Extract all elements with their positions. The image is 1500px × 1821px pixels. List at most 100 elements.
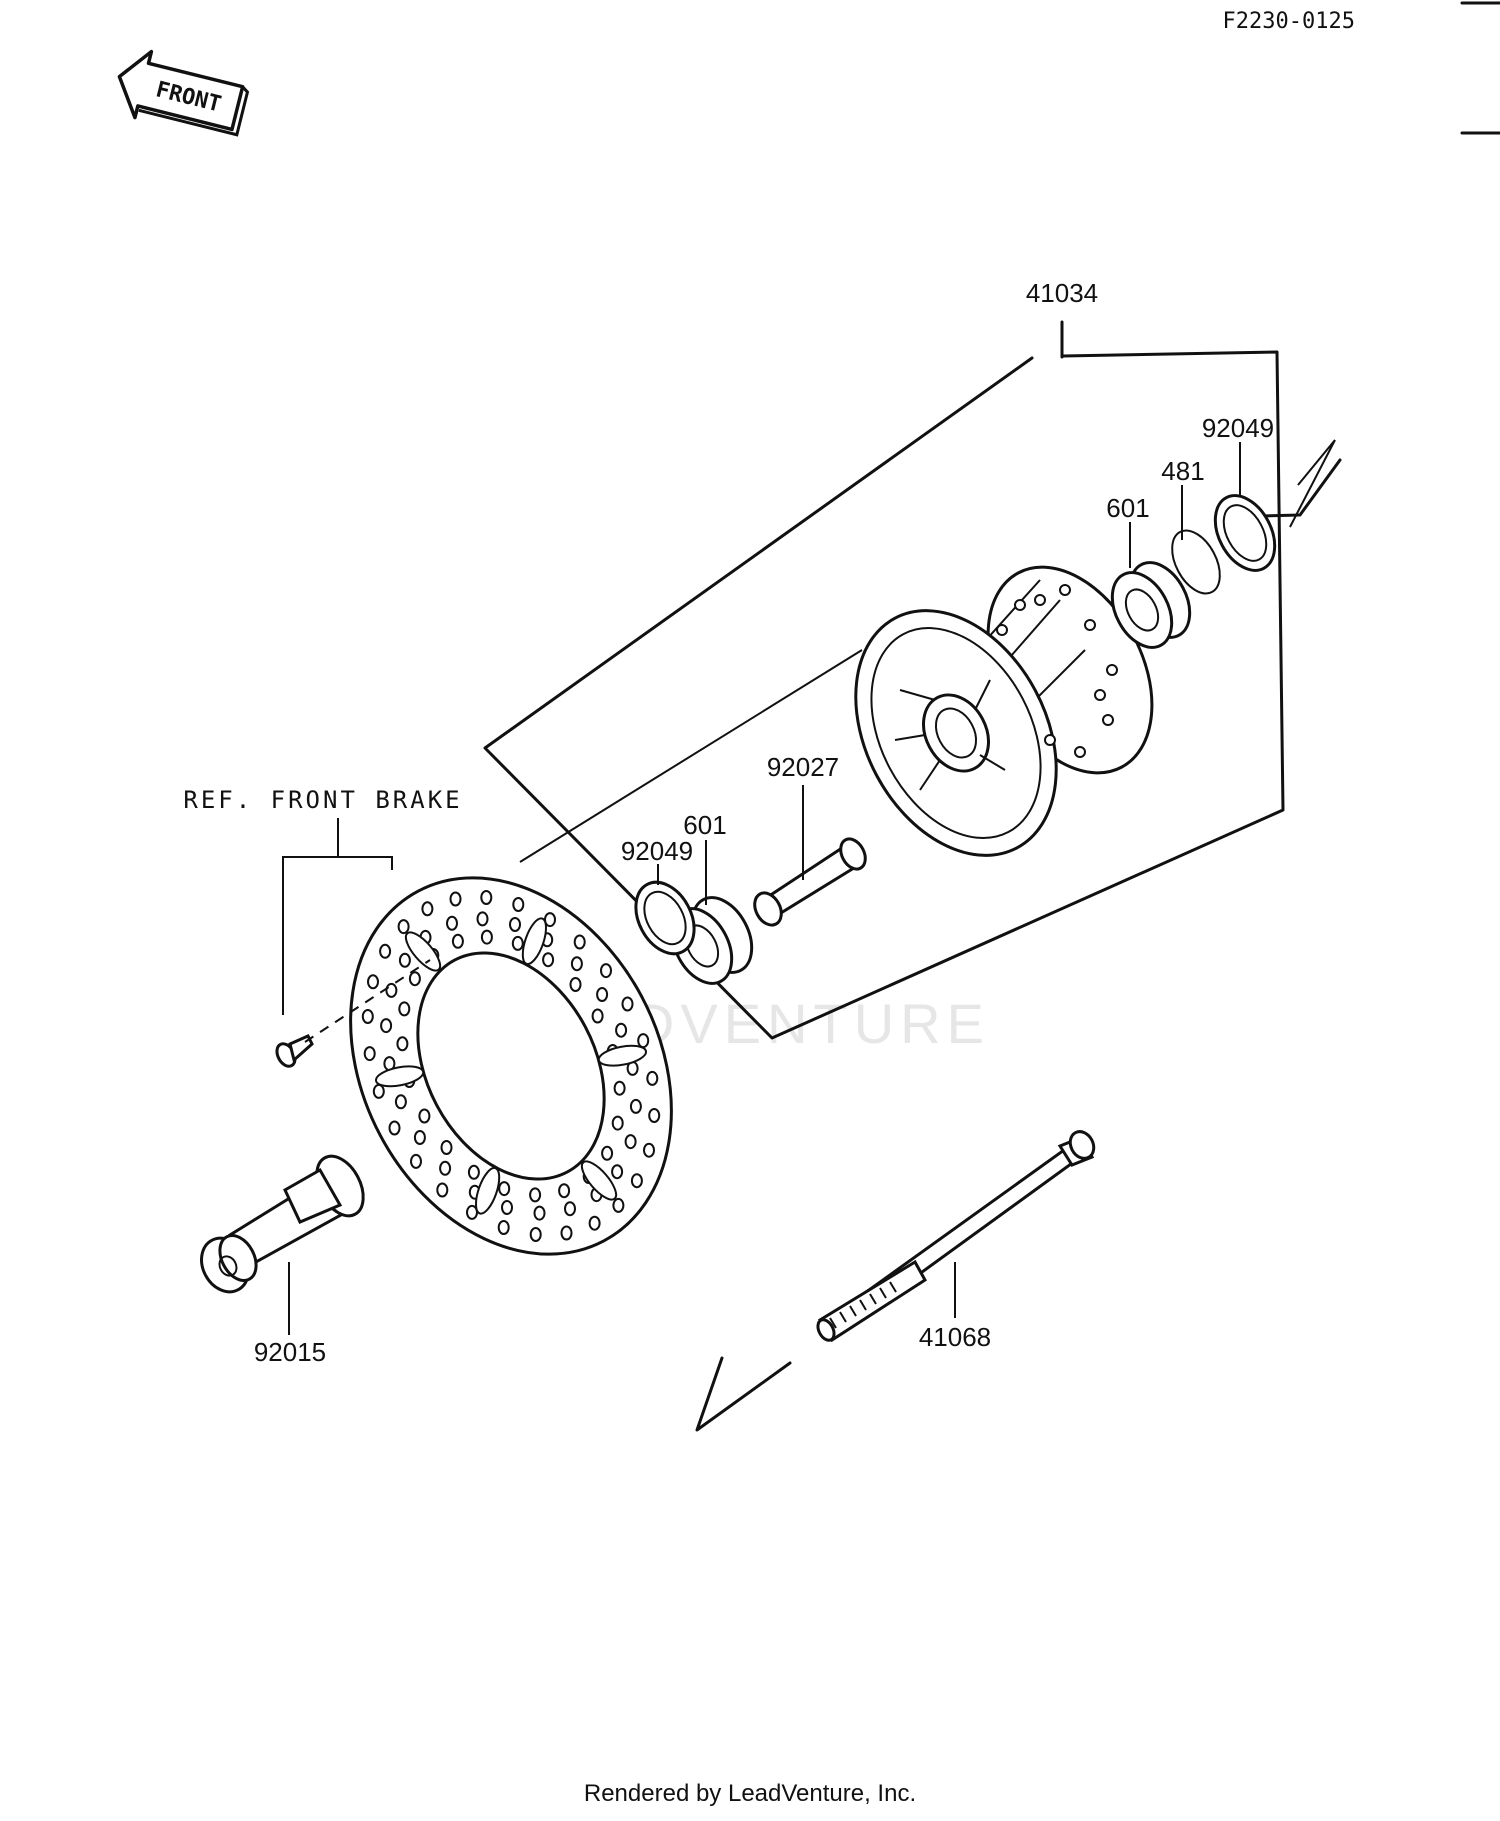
- rotor-hole: [385, 982, 398, 998]
- rotor-hole: [529, 1227, 542, 1242]
- rotor-hole: [558, 1183, 571, 1199]
- rotor-hub-leader: [519, 649, 863, 863]
- rotor-hole: [421, 901, 434, 917]
- rotor-hole: [440, 1140, 453, 1155]
- label-601-right: 601: [1106, 493, 1149, 523]
- rotor-hole: [564, 1201, 576, 1217]
- rotor-slot: [475, 1166, 501, 1215]
- rotor-hole: [611, 1164, 624, 1180]
- rotor-hole: [646, 1070, 659, 1086]
- rotor-hole: [418, 1108, 431, 1124]
- rotor-slot: [374, 1065, 425, 1088]
- rotor-hole: [410, 1153, 422, 1169]
- rotor-hole: [613, 1080, 626, 1096]
- ref-bracket: [282, 856, 393, 1015]
- rotor-hole: [612, 1197, 625, 1213]
- rotor-hole: [529, 1187, 542, 1203]
- rotor-hole: [380, 1018, 393, 1034]
- rotor-hole: [600, 963, 612, 979]
- rotor-hole: [629, 1098, 642, 1114]
- bearing-right: [1110, 561, 1192, 649]
- circlip: [1171, 529, 1221, 595]
- rotor-hole: [439, 1160, 452, 1176]
- rotor-hole: [397, 919, 410, 935]
- rotor-hole: [624, 1134, 637, 1150]
- rotor-hole: [480, 929, 493, 945]
- front-axle: [816, 1130, 1096, 1343]
- seal-right: [1213, 494, 1277, 572]
- rotor-hole: [648, 1108, 661, 1123]
- brake-rotor: [349, 876, 673, 1256]
- rotor-hole: [637, 1033, 650, 1049]
- rotor-hole: [570, 956, 583, 972]
- rotor-hole: [497, 1220, 510, 1235]
- rotor-hole: [573, 934, 586, 950]
- axle-centerline-top-b: [1289, 439, 1336, 528]
- ref-front-brake-label: REF. FRONT BRAKE: [183, 786, 462, 814]
- front-arrow-icon: FRONT: [117, 49, 250, 137]
- spacer-tube: [753, 837, 867, 927]
- rotor-hole: [611, 1115, 624, 1131]
- label-481: 481: [1161, 456, 1204, 486]
- label-92049-left: 92049: [621, 836, 693, 866]
- rotor-hole: [446, 915, 458, 931]
- footer-credit: Rendered by LeadVenture, Inc.: [584, 1780, 916, 1807]
- rotor-hole: [560, 1225, 573, 1241]
- rotor-hole: [509, 917, 521, 932]
- rotor-hole: [498, 1181, 511, 1197]
- rotor-hole: [372, 1083, 385, 1099]
- rotor-hole: [467, 1164, 480, 1180]
- wheel-hub: [854, 565, 1154, 857]
- rotor-hole: [449, 891, 462, 907]
- rotor-hole: [533, 1205, 546, 1221]
- rotor-holes: [361, 890, 661, 1242]
- rotor-slot: [580, 1160, 618, 1201]
- rotor-hole: [569, 977, 582, 992]
- rotor-hole: [396, 1036, 409, 1052]
- label-92049-right: 92049: [1202, 413, 1274, 443]
- rotor-hole: [361, 1009, 374, 1024]
- rotor-slot: [521, 917, 547, 966]
- label-92015: 92015: [254, 1337, 326, 1367]
- rotor-hole: [398, 1001, 411, 1017]
- seal-left: [634, 880, 696, 956]
- label-92027: 92027: [767, 752, 839, 782]
- rotor-hole: [394, 1094, 407, 1110]
- bearing-left: [670, 896, 754, 985]
- rotor-hole: [408, 971, 421, 987]
- axle-centerline-bottom: [695, 1356, 792, 1432]
- rotor-hole: [501, 1200, 513, 1215]
- rotor-hole: [542, 952, 555, 968]
- rotor-slot: [597, 1044, 648, 1067]
- rotor-hole: [436, 1182, 449, 1198]
- label-41034: 41034: [1026, 278, 1098, 308]
- rotor-hole: [588, 1215, 601, 1231]
- rotor-hole: [363, 1046, 376, 1062]
- rotor-hole: [643, 1142, 655, 1158]
- rotor-hole: [596, 987, 609, 1002]
- rotor-hole: [621, 996, 634, 1012]
- rotor-hole: [379, 943, 392, 959]
- label-41068: 41068: [919, 1322, 991, 1352]
- rotor-hole: [630, 1173, 643, 1189]
- rotor-hole: [413, 1130, 426, 1145]
- axle-collar: [200, 1154, 365, 1294]
- rotor-hole: [367, 974, 379, 990]
- rotor-hole: [476, 911, 489, 927]
- axle-centerline-top: [1260, 458, 1342, 518]
- rotor-hole: [601, 1145, 614, 1161]
- diagram-code: F2230-0125: [1223, 9, 1355, 34]
- rotor-hole: [451, 933, 464, 949]
- rotor-hole: [511, 935, 524, 951]
- rotor-bolt: [275, 959, 431, 1068]
- rotor-hole: [388, 1120, 401, 1136]
- label-601-left: 601: [683, 810, 726, 840]
- hub-assembly-bracket: [483, 350, 1285, 1040]
- rotor-hole: [480, 890, 493, 905]
- rotor-hole: [512, 897, 525, 912]
- rotor-hole: [615, 1022, 628, 1038]
- rotor-hole: [398, 952, 411, 968]
- rotor-hole: [591, 1008, 604, 1024]
